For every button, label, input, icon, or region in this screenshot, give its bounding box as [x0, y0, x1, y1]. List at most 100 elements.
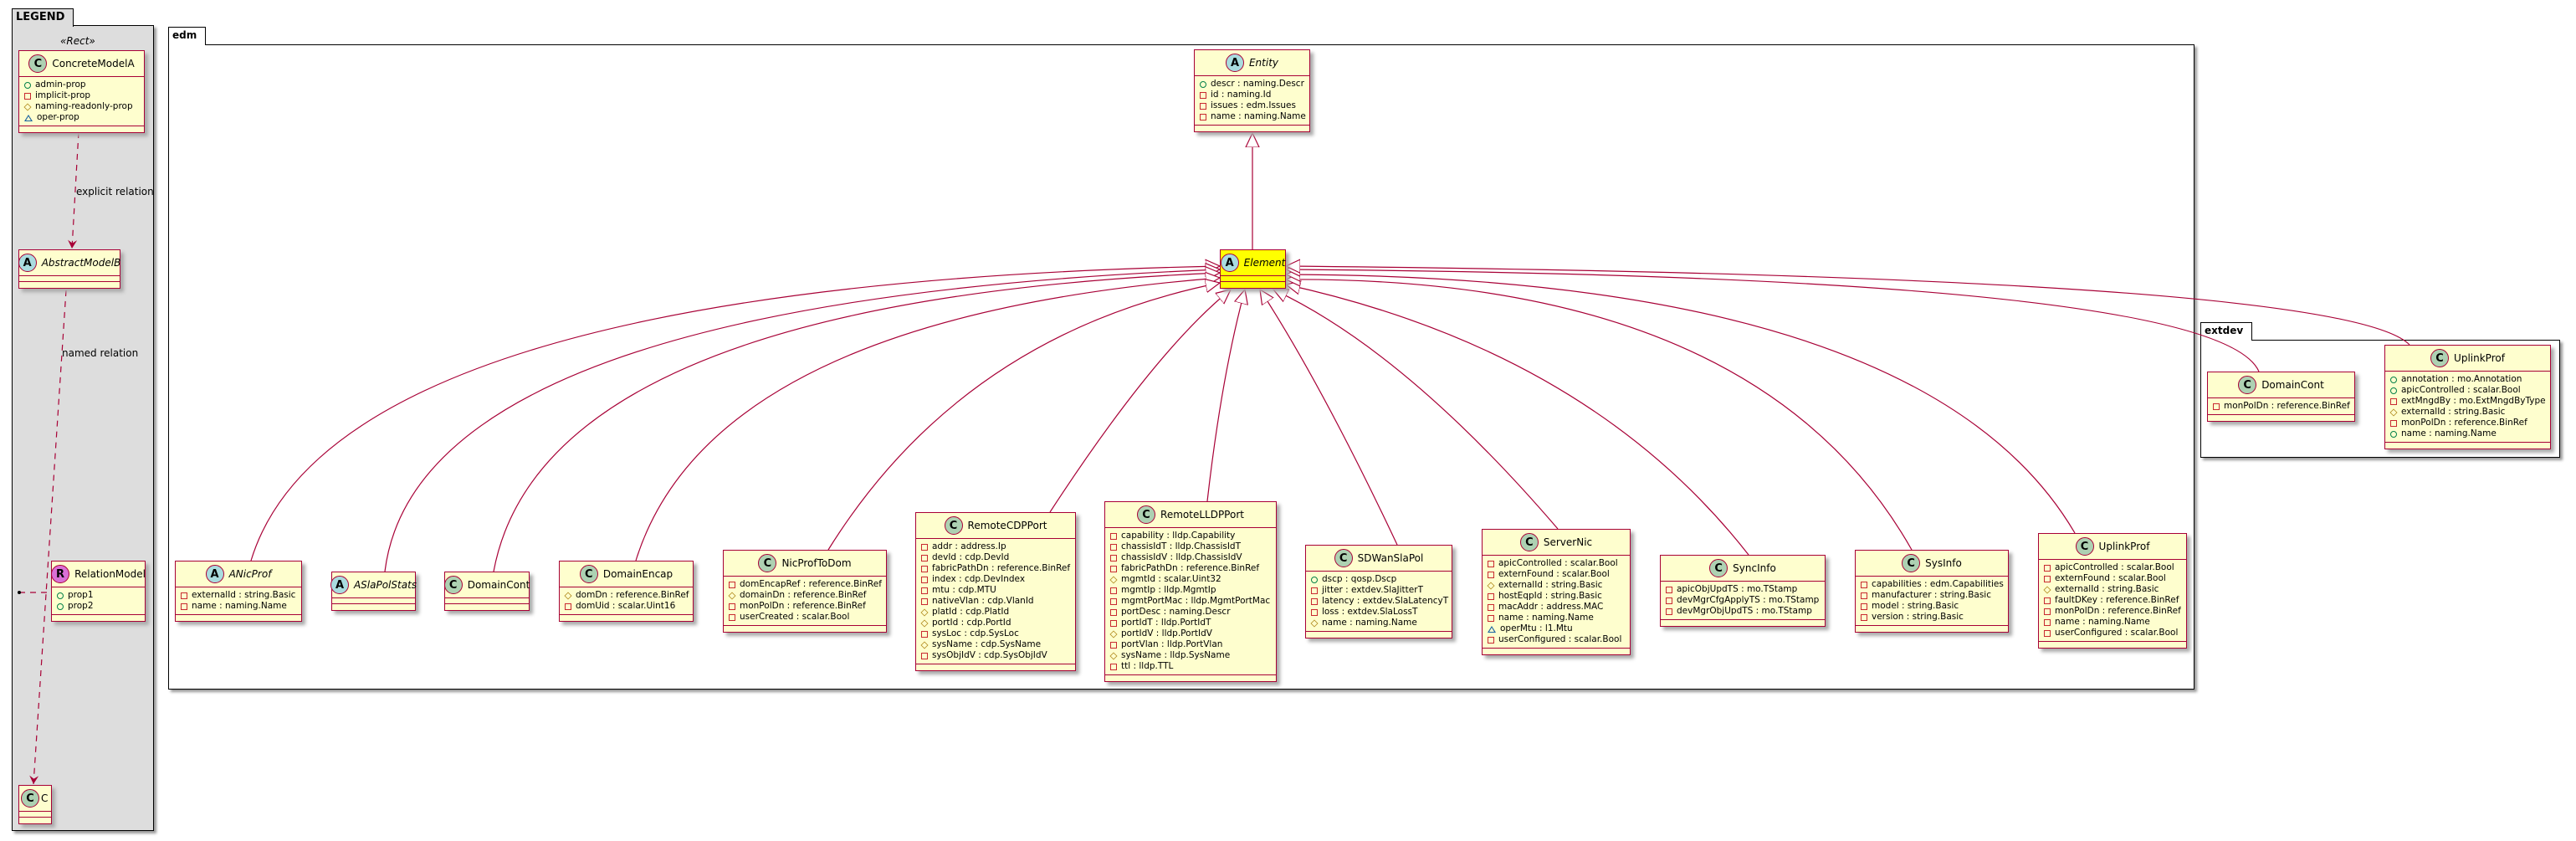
class-methods: [2385, 443, 2550, 449]
class-domaincont[interactable]: C DomainCont: [443, 572, 530, 611]
attribute-text: model : string.Basic: [1872, 601, 1959, 611]
class-remotelldpport[interactable]: C RemoteLLDPPort capability : lldp.Capabil…: [1104, 501, 1277, 682]
class-attribute: userCreated : scalar.Bool: [729, 612, 883, 623]
class-attribute: externFound : scalar.Bool: [2044, 573, 2183, 584]
class-attributes: [19, 276, 120, 282]
class-attribute: loss : extdev.SlaLossT: [1311, 607, 1448, 618]
abstract-class-icon: A: [205, 565, 224, 583]
private-icon: [1110, 532, 1117, 540]
class-attribute: devMgrObjUpdTS : mo.TStamp: [1666, 606, 1821, 617]
class-name: ASlaPolStats: [353, 579, 417, 591]
class-attribute: index : cdp.DevIndex: [921, 574, 1072, 585]
attribute-text: name : naming.Name: [1498, 613, 1594, 623]
private-icon: [2044, 575, 2051, 582]
class-attributes: [19, 812, 51, 818]
attribute-text: monPolDn : reference.BinRef: [2401, 418, 2527, 428]
class-attribute: admin-prop: [24, 79, 141, 90]
private-icon: [1488, 571, 1494, 578]
class-attribute: userConfigured : scalar.Bool: [1488, 634, 1626, 645]
class-attributes: [1221, 276, 1285, 282]
class-name: DomainCont: [467, 579, 530, 591]
class-header: C SysInfo: [1856, 551, 2008, 577]
class-name: SysInfo: [1925, 557, 1962, 569]
attribute-text: apicControlled : scalar.Bool: [1498, 558, 1618, 568]
private-icon: [1311, 608, 1318, 616]
class-icon: C: [1519, 533, 1539, 551]
class-name: UplinkProf: [2454, 352, 2505, 364]
class-methods: [19, 126, 144, 132]
class-attribute: dscp : qosp.Dscp: [1311, 574, 1448, 585]
protected-icon: [1310, 618, 1319, 628]
class-icon: C: [1902, 554, 1921, 572]
class-attributes: monPolDn : reference.BinRef: [2208, 398, 2354, 415]
class-attribute: sysObjIdV : cdp.SysObjIdV: [921, 650, 1072, 661]
attribute-text: externalId : string.Basic: [2055, 584, 2159, 594]
package-icon: [24, 114, 33, 121]
class-attribute: externalId : string.Basic: [2043, 584, 2183, 595]
class-icon: C: [1137, 505, 1156, 524]
class-attribute: portVlan : lldp.PortVlan: [1110, 639, 1273, 650]
attribute-text: apicControlled : scalar.Bool: [2401, 385, 2521, 395]
attribute-text: operMtu : l1.Mtu: [1500, 623, 1573, 633]
class-name: RemoteLLDPPort: [1160, 509, 1244, 520]
class-attribute: naming-readonly-prop: [23, 101, 141, 112]
class-icon: C: [443, 576, 463, 594]
extdev-package-tab: extdev: [2200, 322, 2253, 341]
attribute-text: hostEqpId : string.Basic: [1498, 591, 1602, 601]
attribute-text: latency : extdev.SlaLatencyT: [1322, 596, 1449, 606]
named-relation-label: named relation: [62, 347, 139, 359]
private-icon: [2044, 608, 2051, 615]
class-methods: [916, 664, 1075, 670]
attribute-text: mgmtId : scalar.Uint32: [1121, 574, 1221, 584]
attribute-text: capability : lldp.Capability: [1121, 531, 1236, 541]
class-attribute: portIdV : lldp.PortIdV: [1109, 628, 1273, 639]
class-attribute: externalId : string.Basic: [1487, 580, 1626, 591]
class-attribute: prop1: [57, 590, 141, 601]
class-icon: C: [2238, 376, 2257, 394]
class-name: ServerNic: [1543, 536, 1593, 548]
class-methods: [52, 615, 145, 621]
protected-icon: [564, 591, 572, 600]
protected-icon: [920, 640, 929, 649]
private-icon: [921, 565, 928, 572]
class-attribute: name : naming.Name: [1488, 613, 1626, 623]
class-name: NicProfToDom: [781, 557, 852, 569]
public-icon: [1311, 576, 1318, 583]
class-methods: [19, 282, 120, 288]
attribute-text: domUid : scalar.Uint16: [576, 601, 676, 611]
private-icon: [921, 554, 928, 562]
class-methods: [176, 615, 301, 621]
attribute-text: domEncapRef : reference.BinRef: [740, 579, 882, 589]
private-icon: [1488, 560, 1494, 567]
attribute-text: externFound : scalar.Bool: [2055, 573, 2166, 583]
attribute-text: mgmtPortMac : lldp.MgmtPortMac: [1121, 596, 1271, 606]
